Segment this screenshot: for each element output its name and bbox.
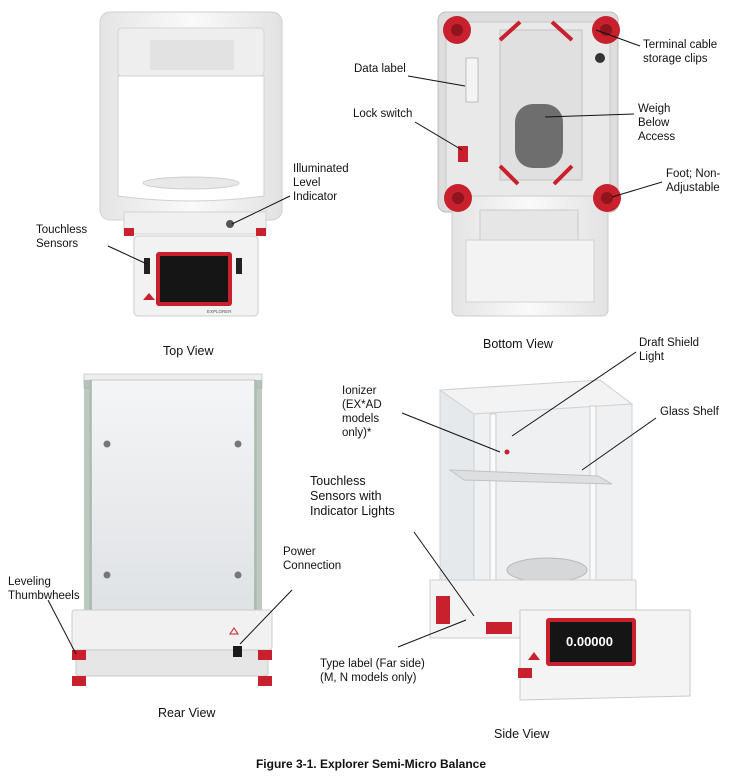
callout-type-label: Type label (Far side) (M, N models only)	[320, 658, 425, 684]
callout-ionizer: Ionizer (EX*AD models only)*	[342, 385, 382, 439]
callout-leveling-thumbwheels: Leveling Thumbwheels	[8, 576, 80, 602]
leader-terminal-clips	[595, 29, 641, 47]
callout-data-label: Data label	[354, 63, 406, 75]
bottom-foot-bl	[444, 184, 472, 212]
leader-lock-switch	[414, 121, 463, 151]
leader-power	[239, 589, 293, 645]
callout-draft-shield-light: Draft Shield Light	[639, 337, 700, 363]
top-brand-mark: EXPLORER	[207, 309, 232, 314]
leader-level-indicator	[231, 195, 291, 225]
callout-weigh-below-access: Weigh Below Access	[638, 103, 676, 143]
rear-view-caption: Rear View	[158, 706, 216, 720]
callout-terminal-cable-clips: Terminal cable storage clips	[643, 39, 718, 65]
side-display-reading: 0.00000	[566, 634, 613, 649]
leader-ionizer	[401, 412, 501, 453]
bottom-view-caption: Bottom View	[483, 337, 553, 351]
callout-lock-switch: Lock switch	[353, 108, 413, 120]
leader-foot	[611, 181, 663, 198]
top-view-caption: Top View	[163, 344, 214, 358]
leader-data-label	[407, 75, 466, 87]
bottom-view-drawing	[437, 11, 619, 317]
bottom-foot-tl	[443, 16, 471, 44]
callout-glass-shelf: Glass Shelf	[660, 406, 719, 418]
figure-caption: Figure 3-1. Explorer Semi-Micro Balance	[255, 757, 487, 771]
callout-power-connection: Power Connection	[283, 546, 342, 572]
side-view-caption: Side View	[494, 727, 550, 741]
leader-touchless-sensors	[107, 245, 148, 265]
callout-illuminated-level-indicator: Illuminated Level Indicator	[293, 163, 349, 203]
leader-draft-light	[511, 351, 637, 437]
bottom-foot-br	[593, 184, 621, 212]
callout-touchless-sensors: Touchless Sensors	[36, 224, 88, 250]
side-view-drawing	[429, 379, 691, 701]
rear-view-drawing	[71, 373, 273, 686]
leader-weigh-below	[544, 113, 635, 118]
leader-leveling	[47, 599, 77, 655]
callout-touchless-sensors-indicator: Touchless Sensors with Indicator Lights	[310, 474, 395, 518]
leader-glass-shelf	[581, 417, 657, 471]
leader-type-label	[397, 619, 467, 648]
top-view-drawing	[99, 11, 283, 317]
callout-foot-non-adjustable: Foot; Non- Adjustable	[666, 168, 721, 194]
bottom-foot-tr	[592, 16, 620, 44]
leader-touchless-indicator	[413, 531, 475, 617]
